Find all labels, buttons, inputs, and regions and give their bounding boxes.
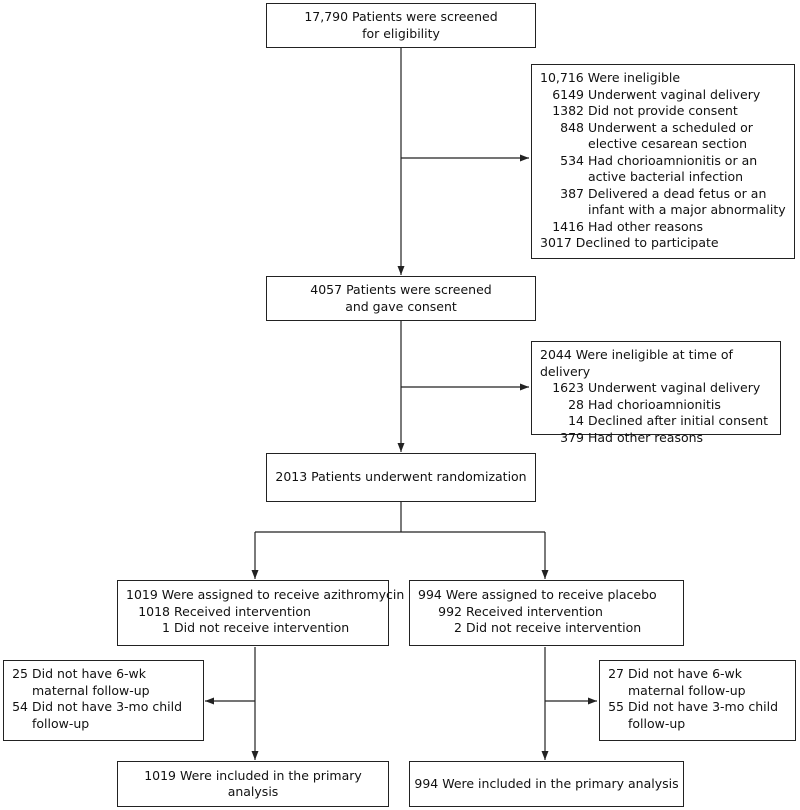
ineligible-1-reason-count: 848 bbox=[560, 119, 584, 135]
ineligible-1-reason-text: Underwent a scheduled or elective cesare… bbox=[588, 119, 753, 152]
ineligible-1-reason-count: 1416 bbox=[552, 218, 584, 234]
placebo-item-text: Received intervention bbox=[466, 603, 603, 619]
azithromycin-analysis-box: 1019 Were included in the primary analys… bbox=[117, 761, 389, 807]
ineligible-1-reason-text: Delivered a dead fetus or an infant with… bbox=[588, 185, 786, 218]
azithromycin-item: 1 Did not receive intervention bbox=[126, 620, 380, 637]
ineligible-2-reason-count: 379 bbox=[560, 429, 584, 445]
ineligible-1-reason: 1382 Did not provide consent bbox=[540, 103, 786, 120]
ineligible-2-reason-text: Underwent vaginal delivery bbox=[588, 380, 761, 395]
consent-line-1: 4057 Patients were screened bbox=[310, 282, 492, 297]
ineligible-2-reason-count: 1623 bbox=[552, 380, 584, 395]
ineligible-2-reason: 1623 Underwent vaginal delivery bbox=[540, 380, 772, 397]
azithromycin-followup-item-count: 25 bbox=[12, 666, 28, 681]
azithromycin-followup-item-text: Did not have 6-wk maternal follow-up bbox=[32, 666, 150, 698]
ineligible-2-reason: 14 Declined after initial consent bbox=[540, 413, 772, 430]
placebo-analysis-box: 994 Were included in the primary analysi… bbox=[409, 761, 684, 807]
placebo-followup-item-count: 27 bbox=[608, 666, 624, 681]
consent-box: 4057 Patients were screened and gave con… bbox=[266, 276, 536, 321]
randomization-label: 2013 Patients underwent randomization bbox=[275, 469, 527, 485]
screening-line-1: 17,790 Patients were screened bbox=[304, 9, 498, 24]
azithromycin-followup-item: 54 Did not have 3-mo child follow-up bbox=[12, 699, 195, 732]
azithromycin-followup-item-text: Did not have 3-mo child follow-up bbox=[32, 699, 183, 731]
azithromycin-item-count: 1 bbox=[162, 620, 170, 635]
ineligible-1-reason-count: 387 bbox=[560, 185, 584, 201]
placebo-item-text: Did not receive intervention bbox=[466, 620, 642, 635]
ineligible-2-reason-count: 28 bbox=[568, 396, 584, 412]
consent-line-2: and gave consent bbox=[345, 298, 457, 314]
placebo-item: 2 Did not receive intervention bbox=[418, 620, 675, 637]
placebo-analysis-label: 994 Were included in the primary analysi… bbox=[414, 775, 679, 791]
placebo-followup-item-count: 55 bbox=[608, 699, 624, 714]
ineligible-1-header: 10,716 Were ineligible bbox=[540, 70, 681, 85]
placebo-box: 994 Were assigned to receive placebo 992… bbox=[409, 580, 684, 646]
azithromycin-item-text: Received intervention bbox=[174, 603, 311, 619]
placebo-followup-item: 55 Did not have 3-mo child follow-up bbox=[608, 699, 787, 732]
ineligible-1-reason-text: Had chorioamnionitis or an active bacter… bbox=[588, 152, 758, 185]
ineligible-2-reason-count: 14 bbox=[568, 413, 584, 428]
ineligible-1-reason-text: Had other reasons bbox=[588, 218, 704, 234]
azithromycin-analysis-label: 1019 Were included in the primary analys… bbox=[144, 767, 362, 800]
azithromycin-box: 1019 Were assigned to receive azithromyc… bbox=[117, 580, 405, 646]
ineligible-box-2: 2044 Were ineligible at time of delivery… bbox=[531, 341, 781, 445]
ineligible-2-header: 2044 Were ineligible at time of delivery bbox=[540, 347, 733, 379]
ineligible-1-reason-count: 6149 bbox=[552, 86, 584, 102]
placebo-item-count: 992 bbox=[438, 603, 462, 619]
azithromycin-item-text: Did not receive intervention bbox=[174, 620, 350, 635]
ineligible-1-reason-text: Did not provide consent bbox=[588, 103, 738, 118]
screening-box: 17,790 Patients were screened for eligib… bbox=[266, 3, 536, 48]
placebo-item-count: 2 bbox=[454, 620, 462, 635]
placebo-followup-item-text: Did not have 3-mo child follow-up bbox=[628, 699, 779, 731]
azithromycin-followup-item: 25 Did not have 6-wk maternal follow-up bbox=[12, 666, 195, 699]
azithromycin-followup-item-count: 54 bbox=[12, 699, 28, 714]
azithromycin-item-count: 1018 bbox=[138, 603, 170, 619]
ineligible-1-reason-count: 534 bbox=[560, 152, 584, 168]
placebo-header: 994 Were assigned to receive placebo bbox=[418, 587, 657, 602]
placebo-followup-item: 27 Did not have 6-wk maternal follow-up bbox=[608, 666, 787, 699]
placebo-followup-item-text: Did not have 6-wk maternal follow-up bbox=[628, 666, 746, 698]
azithromycin-header: 1019 Were assigned to receive azithromyc… bbox=[126, 587, 405, 602]
randomization-box: 2013 Patients underwent randomization bbox=[266, 453, 536, 502]
ineligible-1-footer: 3017 Declined to participate bbox=[540, 235, 719, 250]
ineligible-2-reason-text: Had chorioamnionitis bbox=[588, 396, 721, 412]
ineligible-2-reason-text: Declined after initial consent bbox=[588, 413, 769, 428]
ineligible-1-reason-count: 1382 bbox=[552, 103, 584, 118]
ineligible-1-reason-text: Underwent vaginal delivery bbox=[588, 86, 761, 102]
screening-line-2: for eligibility bbox=[362, 25, 440, 41]
ineligible-2-reason-text: Had other reasons bbox=[588, 429, 704, 445]
